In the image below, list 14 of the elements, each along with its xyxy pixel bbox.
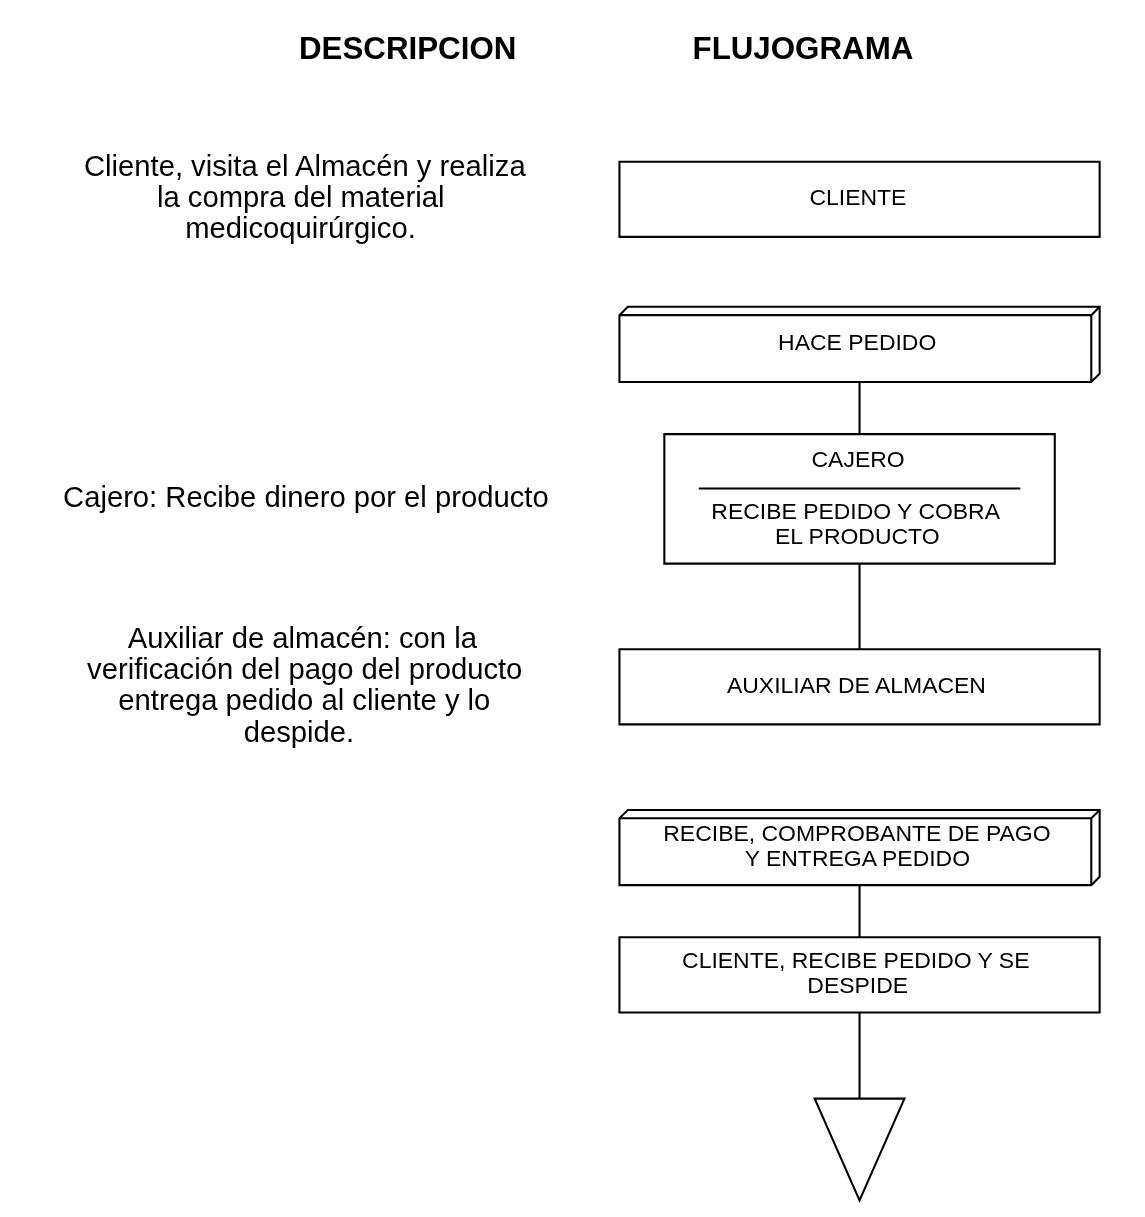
label: Auxiliar de almacén: con la verificación del pago del producto entrega pedido al cliente y lo despide. [86, 621, 522, 748]
connector [858, 1012, 861, 1099]
label: FLUJOGRAMA [692, 31, 913, 67]
connector [858, 382, 861, 434]
node-box: CAJERO RECIBE PEDIDO Y COBRA EL PRODUCTO [662, 433, 1056, 565]
label: Cajero: Recibe dinero por el producto [62, 480, 549, 513]
connector [858, 564, 861, 649]
connector [858, 885, 861, 937]
node-box: CLIENTE [617, 160, 1101, 238]
node-box: AUXILIAR DE ALMACEN [617, 648, 1101, 726]
node-box: CLIENTE, RECIBE PEDIDO Y SE DESPIDE [617, 936, 1101, 1014]
label: DESCRIPCION [298, 31, 516, 67]
node-triangle [812, 1097, 906, 1203]
label: Cliente, visita el Almacén y realiza la compra del material medicoquirúrgico. [83, 149, 526, 245]
